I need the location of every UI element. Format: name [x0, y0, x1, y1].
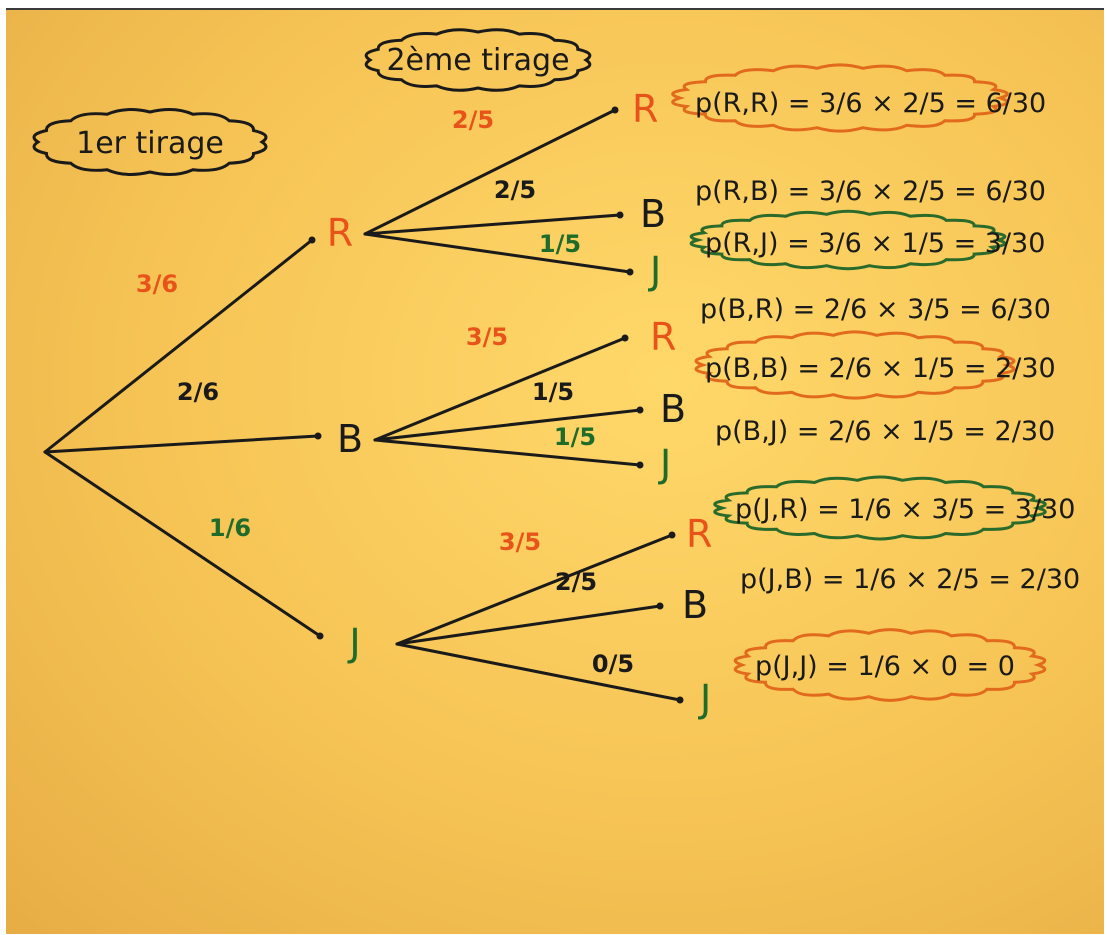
- probability-formula: p(J,R) = 1/6 × 3/5 = 3/30: [735, 494, 1075, 525]
- paper-sheet: [6, 8, 1104, 934]
- second-branch-weight: 1/5: [539, 230, 581, 258]
- branch-tip-dot: [314, 432, 322, 440]
- first-branch-weight: 3/6: [136, 270, 178, 298]
- branch-tip-dot: [626, 268, 634, 276]
- branch-line: [373, 408, 642, 442]
- probability-formula: p(B,B) = 2/6 × 1/5 = 2/30: [705, 353, 1056, 384]
- second-branch-weight: 2/5: [494, 176, 536, 204]
- branch-line: [43, 238, 314, 454]
- first-node-B: B: [337, 417, 363, 461]
- second-branch-BB: 1/5: [373, 378, 644, 442]
- branch-tip-dot: [621, 334, 629, 342]
- second-node-B: B: [640, 192, 666, 236]
- branch-tip-dot: [611, 106, 619, 114]
- second-branch-BR: 3/5: [373, 323, 629, 442]
- probability-formula: p(J,J) = 1/6 × 0 = 0: [755, 651, 1015, 682]
- first-branch-weight: 1/6: [209, 514, 251, 542]
- second-node-R: R: [632, 87, 658, 131]
- second-node-B: B: [682, 583, 708, 627]
- branch-tip-dot: [616, 211, 624, 219]
- formula-cloud-orange: [671, 63, 1009, 133]
- second-node-R: R: [650, 315, 676, 359]
- probability-formula: p(R,J) = 3/6 × 1/5 = 3/30: [705, 228, 1045, 259]
- probability-formula: p(B,J) = 2/6 × 1/5 = 2/30: [715, 416, 1055, 447]
- probability-formula: p(B,R) = 2/6 × 3/5 = 6/30: [700, 294, 1051, 325]
- branch-tip-dot: [636, 406, 644, 414]
- branch-tip-dot: [676, 696, 684, 704]
- formula-cloud-orange: [694, 330, 1016, 400]
- second-branch-weight: 1/5: [554, 423, 596, 451]
- second-node-R: R: [686, 512, 712, 556]
- formula-cloud-green: [689, 209, 1007, 271]
- branch-line: [395, 642, 682, 702]
- second-branch-JR: 3/5: [395, 528, 676, 646]
- branch-tip-dot: [636, 461, 644, 469]
- clouds-layer: [32, 28, 1047, 702]
- second-branch-weight: 2/5: [452, 106, 494, 134]
- second-branch-JJ: 0/5: [395, 642, 684, 704]
- branch-line: [43, 434, 320, 454]
- first-branch-B: 2/6: [43, 378, 322, 454]
- first-draw-label: 1er tirage: [76, 126, 224, 161]
- branch-tip-dot: [668, 531, 676, 539]
- branch-tip-dot: [656, 602, 664, 610]
- branch-line: [373, 336, 627, 442]
- second-draw-label: 2ème tirage: [386, 43, 569, 78]
- formula-cloud-orange: [733, 628, 1047, 702]
- second-node-J: J: [648, 249, 661, 293]
- branch-line: [373, 438, 642, 467]
- second-branch-weight: 3/5: [499, 528, 541, 556]
- first-branch-R: 3/6: [43, 236, 316, 454]
- second-branch-weight: 2/5: [555, 568, 597, 596]
- second-draw-cloud: [364, 28, 592, 92]
- branch-line: [395, 604, 662, 646]
- branch-line: [363, 213, 622, 236]
- second-branch-weight: 0/5: [592, 650, 634, 678]
- formula-cloud-green: [713, 475, 1047, 541]
- branch-line: [363, 232, 632, 274]
- second-node-J: J: [698, 677, 711, 721]
- first-node-R: R: [327, 211, 353, 255]
- first-draw-cloud: [32, 108, 268, 176]
- labels-layer: 1er tirage 2ème tirage: [76, 43, 569, 161]
- second-node-J: J: [658, 442, 671, 486]
- first-branch-weight: 2/6: [177, 378, 219, 406]
- second-branch-weight: 3/5: [466, 323, 508, 351]
- probability-formula: p(R,B) = 3/6 × 2/5 = 6/30: [695, 176, 1046, 207]
- second-branch-JB: 2/5: [395, 568, 664, 646]
- branch-tip-dot: [308, 236, 316, 244]
- second-branch-RR: 2/5: [363, 106, 619, 236]
- branch-tip-dot: [316, 632, 324, 640]
- second-branch-weight: 1/5: [532, 378, 574, 406]
- branch-line: [43, 450, 322, 638]
- first-node-J: J: [347, 621, 360, 665]
- probability-formula: p(R,R) = 3/6 × 2/5 = 6/30: [695, 88, 1046, 119]
- probability-formula: p(J,B) = 1/6 × 2/5 = 2/30: [740, 564, 1080, 595]
- second-branch-RJ: 1/5: [363, 230, 634, 276]
- first-branch-J: 1/6: [43, 450, 324, 640]
- edges-layer: 3/62/61/62/52/51/53/51/51/53/52/50/5: [43, 106, 684, 704]
- branch-line: [363, 108, 617, 236]
- second-branch-RB: 2/5: [363, 176, 624, 236]
- branch-line: [395, 533, 674, 646]
- second-node-B: B: [660, 387, 686, 431]
- second-branch-BJ: 1/5: [373, 423, 644, 469]
